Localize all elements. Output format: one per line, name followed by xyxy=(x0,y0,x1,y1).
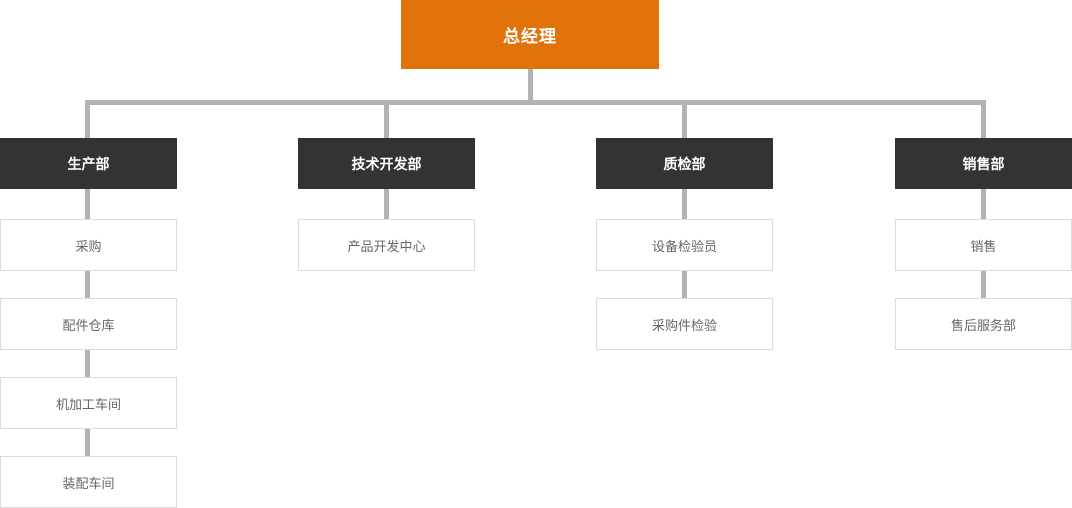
connector-drop-dept-2 xyxy=(384,100,389,138)
connector-horizontal-bus xyxy=(85,100,986,105)
org-node-department-3[interactable]: 质检部 xyxy=(596,138,773,189)
org-node-sub-2-1[interactable]: 产品开发中心 xyxy=(298,219,475,271)
org-node-sub-1-1[interactable]: 采购 xyxy=(0,219,177,271)
connector-col3-link-1 xyxy=(682,271,687,298)
connector-col3-link-0 xyxy=(682,189,687,219)
connector-col1-link-2 xyxy=(85,350,90,377)
connector-col4-link-1 xyxy=(981,271,986,298)
org-node-sub-4-2[interactable]: 售后服务部 xyxy=(895,298,1072,350)
connector-drop-dept-1 xyxy=(85,100,90,138)
connector-col1-link-0 xyxy=(85,189,90,219)
connector-col4-link-0 xyxy=(981,189,986,219)
org-node-sub-1-3[interactable]: 机加工车间 xyxy=(0,377,177,429)
org-node-sub-4-1[interactable]: 销售 xyxy=(895,219,1072,271)
org-node-sub-3-2[interactable]: 采购件检验 xyxy=(596,298,773,350)
connector-col1-link-3 xyxy=(85,429,90,456)
connector-drop-dept-3 xyxy=(682,100,687,138)
org-node-department-4[interactable]: 销售部 xyxy=(895,138,1072,189)
org-node-sub-1-4[interactable]: 装配车间 xyxy=(0,456,177,508)
connector-col2-link-0 xyxy=(384,189,389,219)
connector-root-stem xyxy=(528,69,533,102)
connector-col1-link-1 xyxy=(85,271,90,298)
org-node-department-2[interactable]: 技术开发部 xyxy=(298,138,475,189)
org-node-sub-3-1[interactable]: 设备检验员 xyxy=(596,219,773,271)
connector-drop-dept-4 xyxy=(981,100,986,138)
org-node-department-1[interactable]: 生产部 xyxy=(0,138,177,189)
org-node-sub-1-2[interactable]: 配件仓库 xyxy=(0,298,177,350)
org-node-root[interactable]: 总经理 xyxy=(401,0,659,69)
